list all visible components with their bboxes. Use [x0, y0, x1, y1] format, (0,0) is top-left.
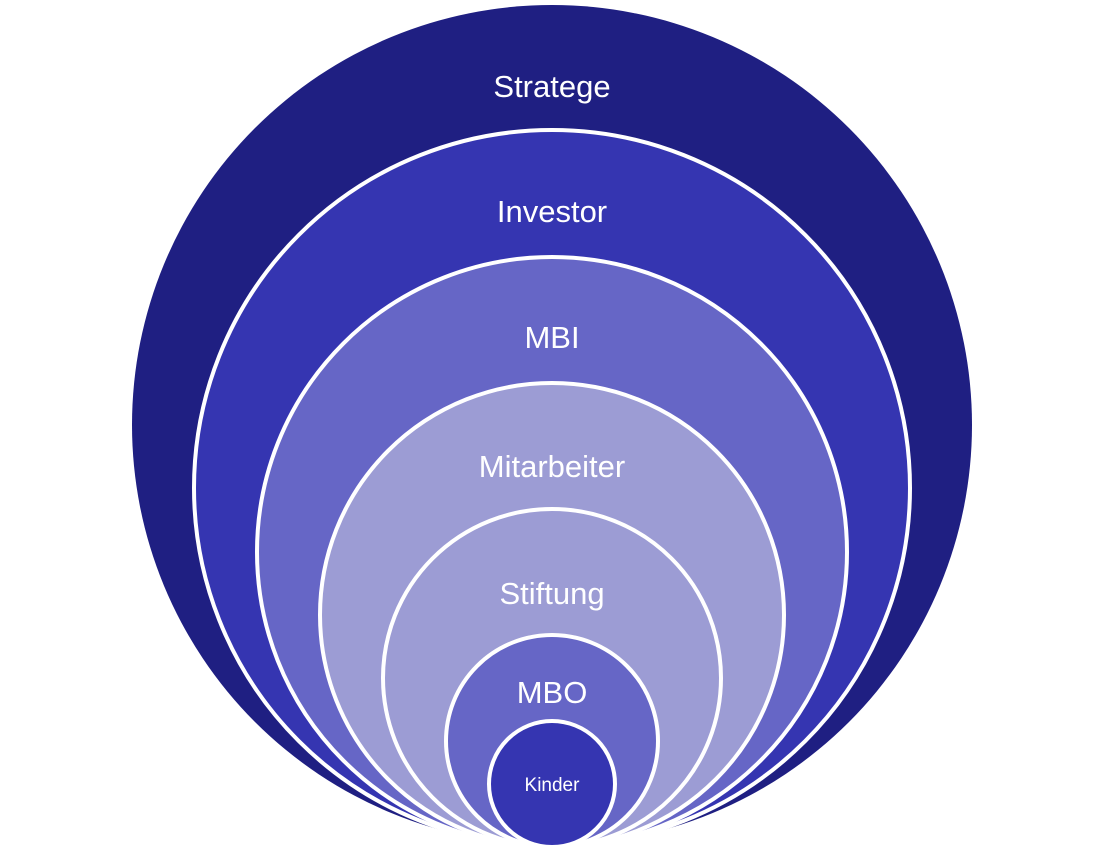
ring-stiftung-label: Stiftung [499, 576, 604, 611]
ring-investor-label: Investor [497, 194, 607, 229]
ring-kinder: Kinder [487, 719, 617, 849]
ring-stratege-label: Stratege [493, 69, 610, 104]
ring-mitarbeiter-label: Mitarbeiter [479, 449, 625, 484]
ring-mbi-label: MBI [524, 320, 579, 355]
ring-mbo-label: MBO [517, 675, 588, 710]
ring-kinder-label: Kinder [525, 775, 581, 796]
ring-kinder-circle [487, 719, 617, 849]
